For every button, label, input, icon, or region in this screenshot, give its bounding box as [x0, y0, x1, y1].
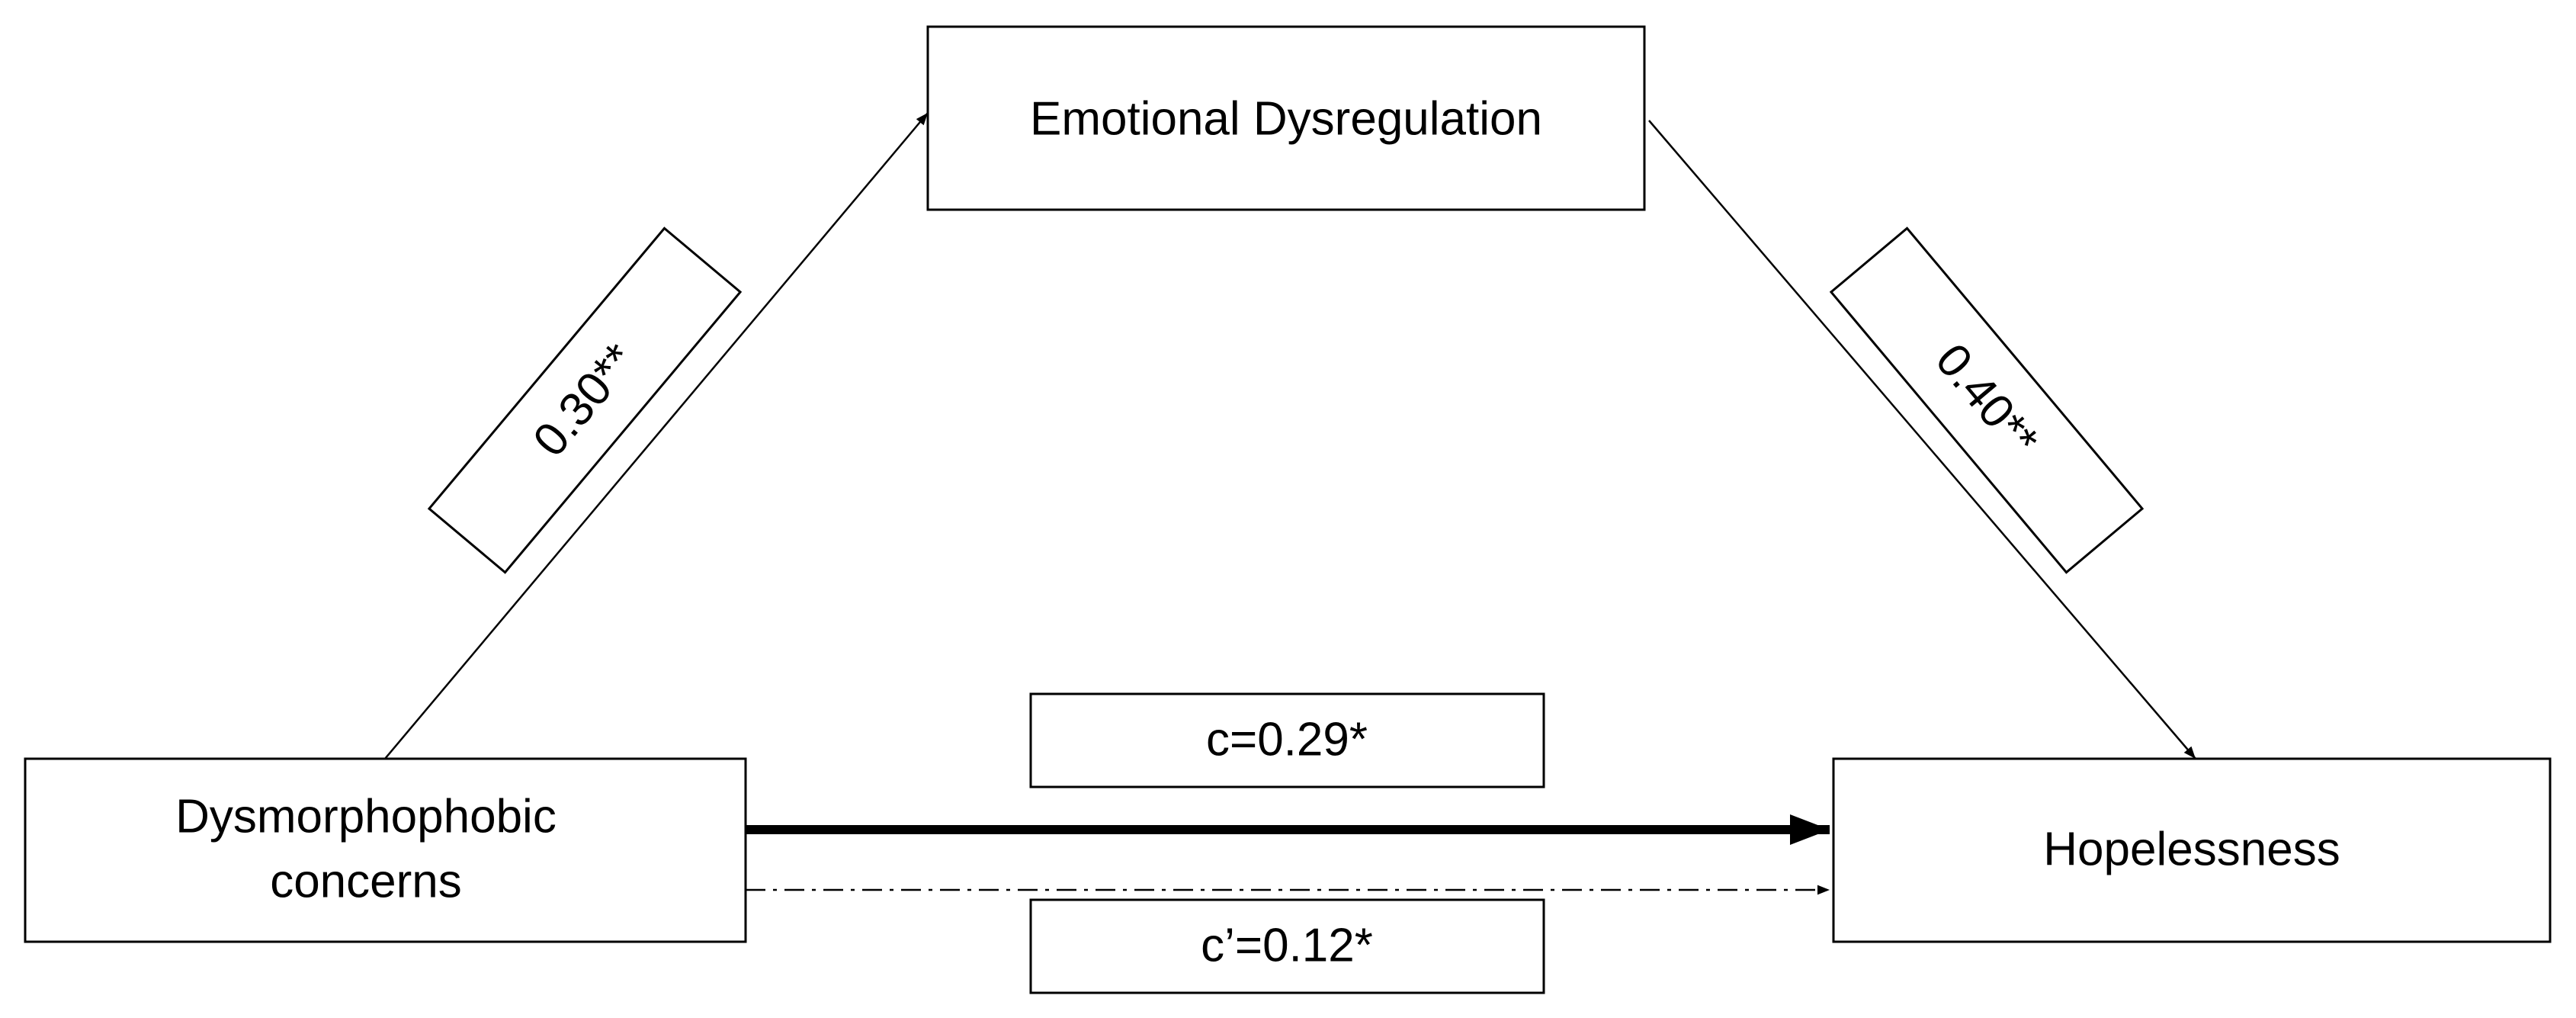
path-c-total-coefficient-label: c=0.29* — [1206, 713, 1368, 766]
node-dysmorphophobic-concerns-label-line2: concerns — [270, 855, 462, 907]
node-hopelessness-label: Hopelessness — [2043, 823, 2340, 875]
path-b-arrow — [1648, 120, 2196, 759]
node-dysmorphophobic-concerns: Dysmorphophobic concerns — [24, 757, 747, 943]
path-c-direct-coefficient-box: c’=0.12* — [1029, 898, 1545, 994]
node-emotional-dysregulation-label: Emotional Dysregulation — [1030, 92, 1542, 145]
path-c-direct-coefficient-label: c’=0.12* — [1201, 919, 1373, 971]
node-emotional-dysregulation: Emotional Dysregulation — [926, 25, 1646, 211]
path-c-total-coefficient-box: c=0.29* — [1029, 692, 1545, 788]
node-hopelessness: Hopelessness — [1832, 757, 2552, 943]
path-b-coefficient-box: 0.40** — [1829, 226, 2145, 574]
node-dysmorphophobic-concerns-label-line1: Dysmorphophobic — [175, 790, 557, 843]
path-a-arrow — [384, 112, 929, 759]
